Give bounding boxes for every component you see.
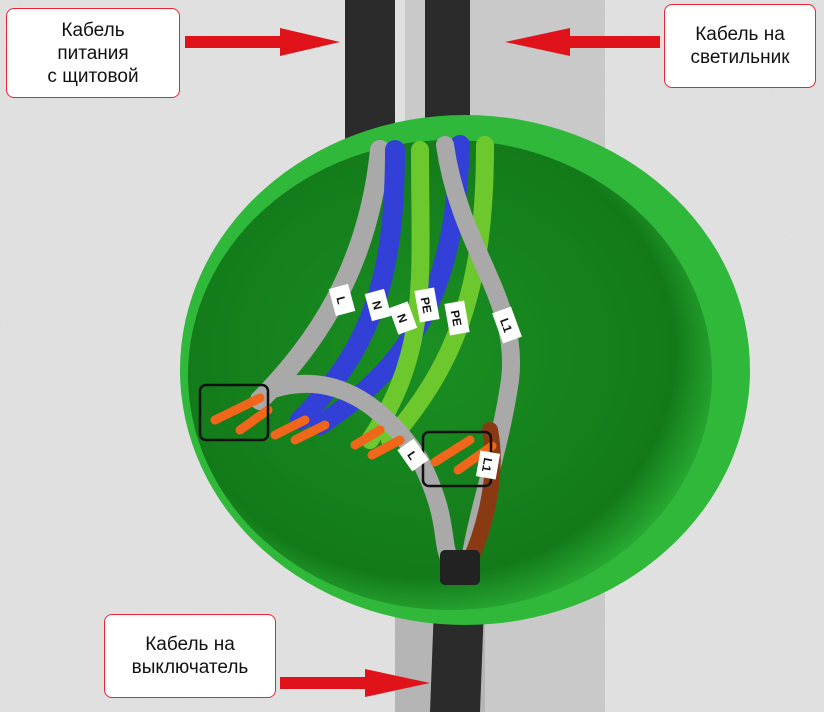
callout-lamp-line2: светильник (690, 47, 790, 68)
callout-switch-cable: Кабель на выключатель (104, 614, 276, 698)
svg-text:L1: L1 (479, 457, 495, 474)
svg-text:PE: PE (448, 309, 465, 327)
svg-text:N: N (369, 299, 385, 311)
svg-text:L1: L1 (497, 316, 515, 334)
callout-switch-line1: Кабель на (145, 634, 235, 655)
lamp-cable (425, 0, 470, 130)
callout-supply-line3: с щитовой (47, 65, 139, 87)
callout-lamp-cable: Кабель на светильник (664, 4, 816, 88)
supply-cable (345, 0, 395, 150)
callout-supply-line2: питания (57, 42, 129, 64)
arrow-supply (185, 28, 340, 56)
connection-highlight-neutral-phase (198, 383, 270, 442)
callout-supply-cable: Кабель питания с щитовой (6, 8, 180, 98)
wire-cores (210, 393, 497, 475)
svg-text:PE: PE (418, 296, 435, 314)
callout-lamp-line1: Кабель на (695, 24, 785, 45)
arrow-switch (280, 669, 430, 697)
pointer-arrows (185, 28, 660, 697)
arrow-lamp (505, 28, 660, 56)
wire-label-markers: L N N PE PE L1 L L1 (328, 283, 522, 480)
callout-switch-line2: выключатель (131, 657, 249, 678)
svg-text:L: L (333, 295, 348, 306)
wire-PE-supply (361, 141, 430, 449)
callout-supply-line1: Кабель (61, 19, 125, 41)
